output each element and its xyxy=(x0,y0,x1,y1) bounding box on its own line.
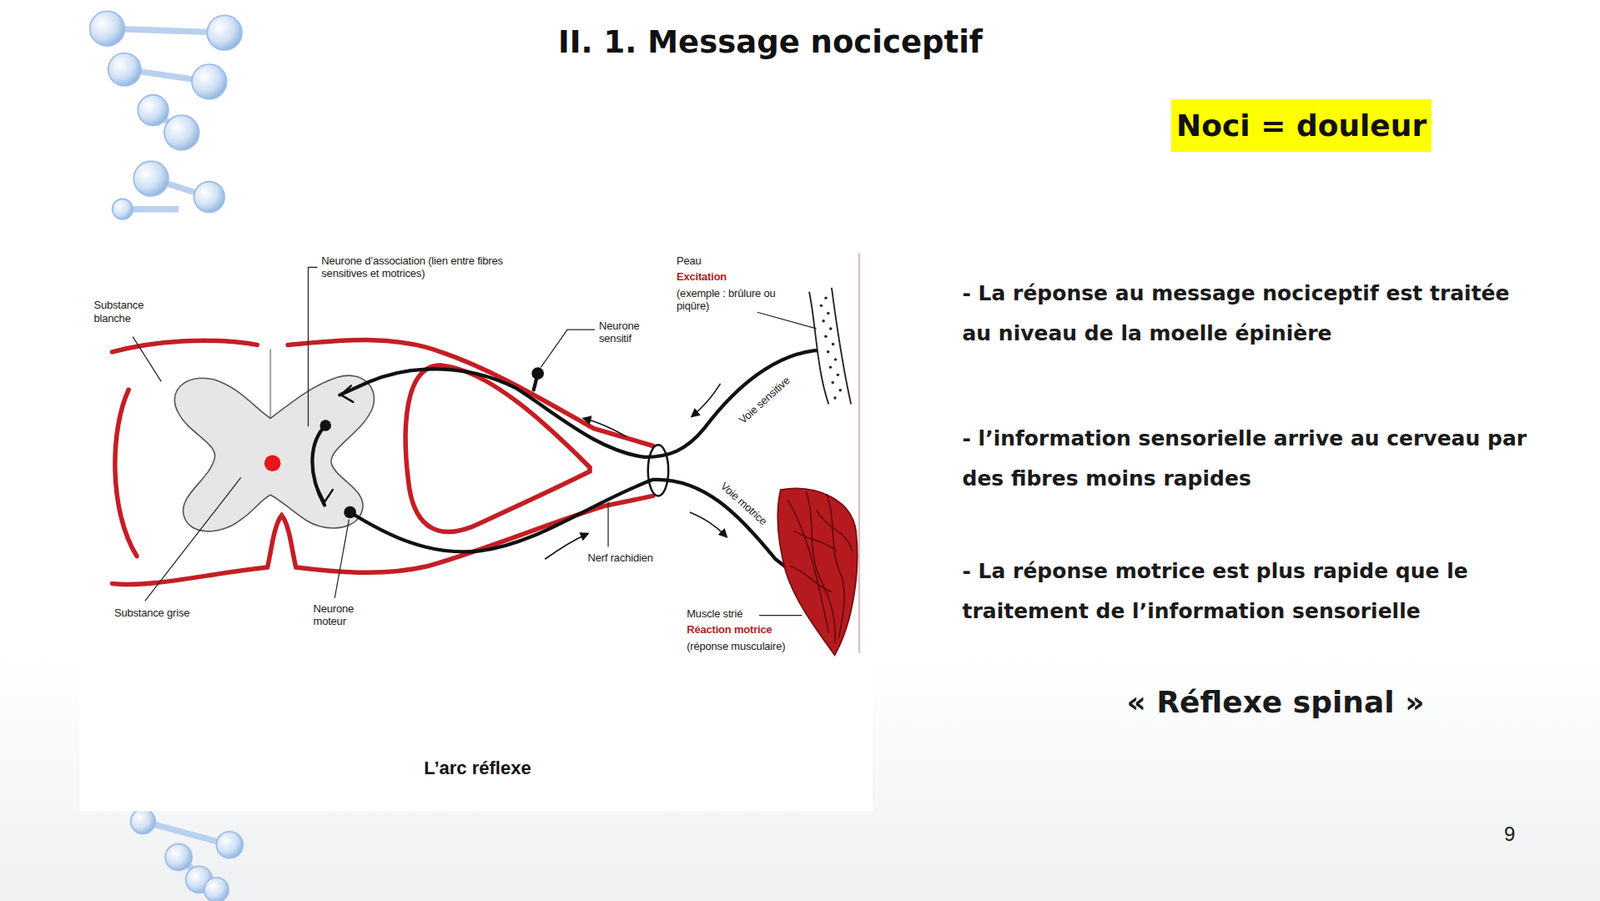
dna-decoration xyxy=(90,10,242,220)
pathway-label: Voie sensitive xyxy=(735,373,792,427)
page-number: 9 xyxy=(1504,822,1515,847)
part-label: Substance blanche xyxy=(94,298,177,325)
leader-line xyxy=(540,329,595,368)
skin-dot xyxy=(826,311,830,315)
highlight-box: Noci = douleur xyxy=(1171,99,1432,152)
leader-line xyxy=(759,614,802,616)
figure-panel xyxy=(79,246,872,811)
association-neuron-soma xyxy=(320,419,332,431)
central-canal xyxy=(264,455,282,473)
neuron-somas xyxy=(320,344,827,519)
dna-ball xyxy=(112,199,133,220)
dna-ball xyxy=(165,844,192,871)
stimulus-label: Excitation xyxy=(676,270,727,284)
note: (réponse musculaire) xyxy=(686,639,785,654)
part-label: Muscle strié xyxy=(686,607,743,621)
muscle-fibres xyxy=(787,492,852,644)
dna-ball xyxy=(130,809,156,834)
sensory-neuron-soma xyxy=(531,367,544,380)
dna-decoration xyxy=(130,809,244,901)
skin-dot xyxy=(833,396,836,399)
muscle-fibre xyxy=(790,566,832,593)
association-fibre xyxy=(311,425,326,505)
cord-contour xyxy=(115,389,137,556)
dna-ball xyxy=(137,95,169,126)
bullet-text: - La réponse au message nociceptif est t… xyxy=(961,273,1539,354)
skin-band xyxy=(809,287,851,404)
root-gap-outline xyxy=(405,365,590,533)
skin-dot xyxy=(824,335,827,338)
neurons xyxy=(311,350,821,578)
dna-ball xyxy=(108,53,141,86)
direction-arrow xyxy=(691,383,720,417)
dna-ball xyxy=(216,831,243,859)
arrowhead xyxy=(316,488,333,503)
highlight-text: Noci = douleur xyxy=(1171,99,1432,152)
direction-arrow xyxy=(689,512,727,537)
dna-ball xyxy=(204,877,229,901)
leader-line xyxy=(132,337,162,383)
dna-ball xyxy=(191,64,227,100)
bullet-text: - La réponse motrice est plus rapide que… xyxy=(961,551,1539,632)
dna-ball xyxy=(206,15,242,51)
skin-dot xyxy=(824,296,827,299)
motor-fibre xyxy=(350,479,799,577)
dna-ball xyxy=(164,115,200,151)
leader-line xyxy=(145,477,242,601)
skin-dot xyxy=(820,304,823,307)
slide-title: II. 1. Message nociceptif xyxy=(558,24,983,61)
figure-edge xyxy=(858,252,861,653)
grey-matter xyxy=(174,375,374,532)
part-label: Substance grise xyxy=(114,606,190,620)
part-label: Neurone moteur xyxy=(313,602,375,629)
muscle-body xyxy=(777,488,857,656)
figure-caption: L’arc réflexe xyxy=(423,757,531,780)
part-label: Neurone sensitif xyxy=(598,319,651,346)
direction-arrows xyxy=(544,383,727,559)
response-label: Réaction motrice xyxy=(686,623,772,637)
leader-line xyxy=(334,519,349,599)
skin-dot xyxy=(831,381,835,384)
skin-dot xyxy=(839,388,842,392)
bullet-text: - l’information sensorielle arrive au ce… xyxy=(961,418,1539,499)
skin xyxy=(809,287,851,404)
pathway-label: Voie motrice xyxy=(718,479,770,529)
leader-lines xyxy=(132,266,816,615)
muscle-fibre xyxy=(787,499,829,633)
muscle-fibre xyxy=(826,493,845,638)
part-label: Nerf rachidien xyxy=(588,551,654,565)
striated-muscle xyxy=(777,488,857,656)
leader-line xyxy=(607,502,609,548)
part-label: Neurone d’association (lien entre fibres… xyxy=(321,254,504,281)
cord-contour xyxy=(112,340,258,353)
direction-arrow xyxy=(544,533,588,560)
skin-dot xyxy=(826,350,830,353)
muscle-fibre xyxy=(816,510,853,552)
conclusion-text: « Réflexe spinal » xyxy=(1127,684,1425,720)
arrowhead xyxy=(341,385,354,403)
fibre-arrowheads xyxy=(316,385,353,502)
dorsal-septum xyxy=(269,348,272,421)
skin-dot xyxy=(831,342,835,346)
muscle-fibre xyxy=(794,530,837,551)
skin-edge xyxy=(831,287,851,404)
skin-dots xyxy=(820,296,842,399)
dna-ball xyxy=(193,181,225,213)
leader-line xyxy=(307,266,317,427)
sensory-fibre xyxy=(339,350,821,458)
skin-dot xyxy=(836,373,840,377)
dna-ball xyxy=(90,10,126,46)
skin-dot xyxy=(821,319,825,323)
skin-dot xyxy=(829,365,832,368)
direction-arrow xyxy=(583,417,627,437)
skin-dot xyxy=(829,327,832,330)
note: (exemple : brûlure ou piqûre) xyxy=(676,286,779,313)
skin-dot xyxy=(834,357,837,361)
motor-neuron-soma xyxy=(343,506,357,519)
leader-line xyxy=(757,311,817,329)
spinal-nerve-ring xyxy=(648,444,669,496)
dna-ball xyxy=(133,161,169,197)
part-label: Peau xyxy=(676,254,702,268)
skin-edge xyxy=(809,291,829,405)
